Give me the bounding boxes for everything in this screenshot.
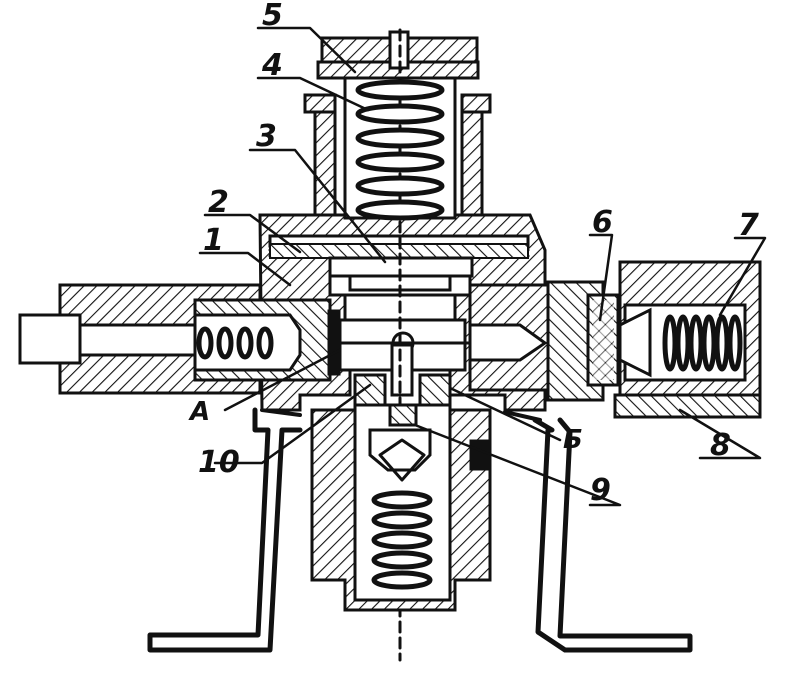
spring-coil <box>196 326 214 360</box>
spring-coil <box>216 326 234 360</box>
spring-coil <box>355 175 445 197</box>
callout-label-3: 3 <box>256 119 277 154</box>
spring-coil <box>727 314 743 372</box>
spring-coil <box>236 326 254 360</box>
spring-coil <box>688 314 704 372</box>
callout-label-a: А <box>188 397 210 427</box>
filter-element <box>586 293 620 387</box>
callout-label-2: 2 <box>208 185 229 220</box>
leader-lines <box>198 26 767 507</box>
spring-coil <box>371 510 433 530</box>
spring-coil <box>355 127 445 149</box>
spring-coil <box>355 151 445 173</box>
spring-coil <box>675 314 691 372</box>
callout-label-8: 8 <box>710 428 731 463</box>
callout-label-5: 5 <box>262 0 283 33</box>
outlet-cap-nut <box>613 260 762 419</box>
spring-coil <box>701 314 717 372</box>
spring-coil <box>714 314 730 372</box>
spring-coil <box>256 326 274 360</box>
inlet-fitting <box>18 283 341 395</box>
spring-housing <box>303 60 492 217</box>
callout-label-1: 1 <box>203 223 224 258</box>
spring-coil <box>371 550 433 570</box>
lower-housing <box>310 403 492 612</box>
callout-label-9: 9 <box>590 473 611 508</box>
spring-coil <box>662 314 678 372</box>
callout-label-10: 10 <box>198 445 240 480</box>
upper-spring <box>343 28 457 662</box>
spring-coil <box>355 199 445 221</box>
spring-coil <box>371 530 433 550</box>
callout-label-b: Б <box>563 425 583 455</box>
spring-coil <box>355 79 445 101</box>
callout-label-6: 6 <box>592 205 613 240</box>
spring-coil <box>355 103 445 125</box>
lower-valve-seat <box>353 373 452 407</box>
outlet-fitting <box>468 280 605 402</box>
spring-coil <box>371 570 433 590</box>
callout-label-7: 7 <box>738 208 759 243</box>
callout-label-4: 4 <box>261 48 283 83</box>
spring-coil <box>371 490 433 510</box>
